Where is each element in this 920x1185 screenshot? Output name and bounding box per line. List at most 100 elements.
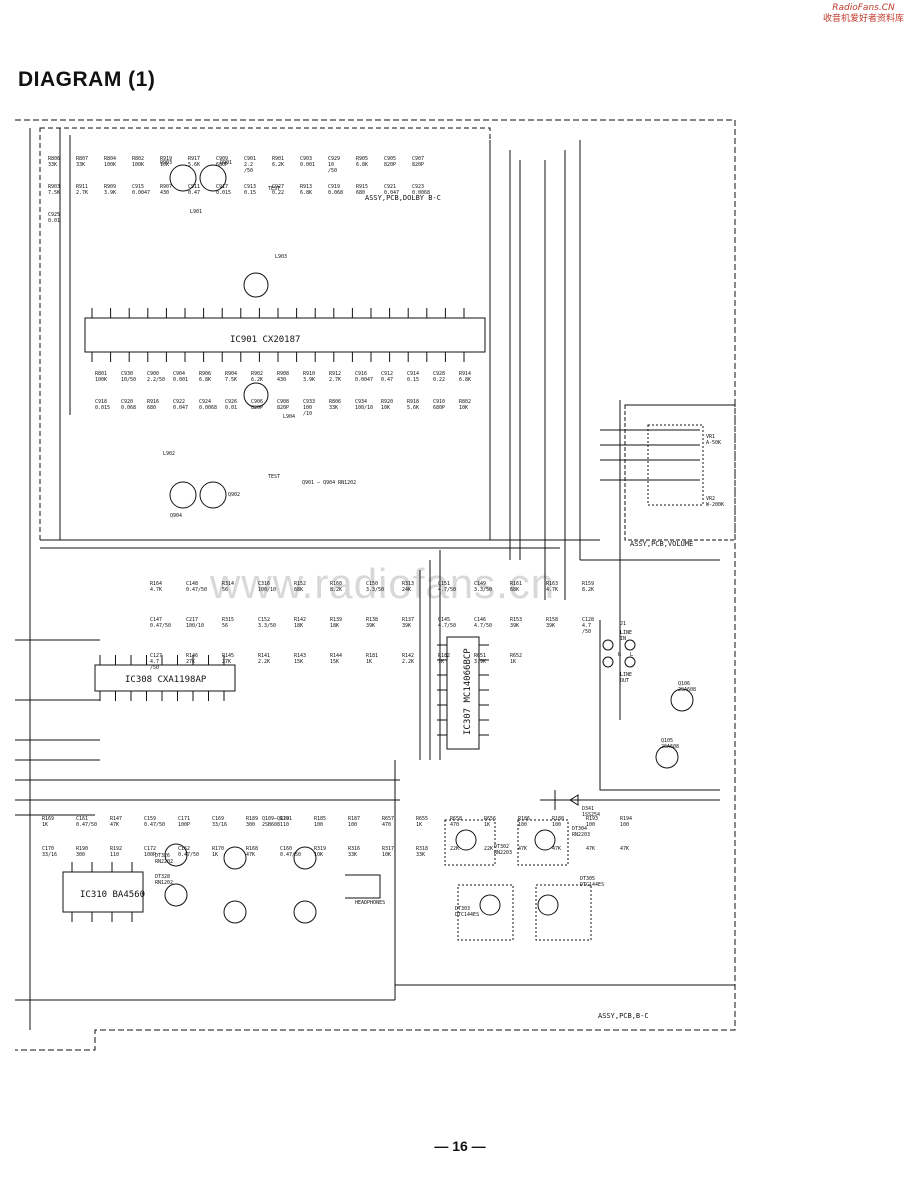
part-label-l902: L902 — [163, 451, 175, 457]
diagram-title: DIAGRAM (1) — [18, 68, 156, 91]
part-label-q903: Q903 — [160, 160, 172, 166]
q903-symbol — [169, 164, 197, 192]
part-label-l903: L903 — [275, 254, 287, 260]
watermark-line1: RadioFans.CN — [832, 3, 895, 13]
watermark-line2: 收音机爱好者资料库 — [822, 14, 904, 24]
ic310-body — [62, 871, 144, 913]
part-label-l901: L901 — [190, 209, 202, 215]
page-number: — 16 — — [434, 1138, 486, 1154]
part-label-l904: L904 — [283, 414, 295, 420]
component-label: 22K — [484, 846, 493, 852]
q-l904-symbol — [243, 382, 269, 408]
q-l903-symbol — [243, 272, 269, 298]
board-bc-label: ASSY,PCB,B-C — [598, 1012, 649, 1020]
component-label: 22K — [450, 846, 459, 852]
component-label: 47K — [552, 846, 561, 852]
q901-range-label: Q901 – Q904 RN1202 — [302, 480, 356, 486]
frame-dolby-board — [39, 127, 491, 541]
q901-symbol — [199, 164, 227, 192]
ic308-label: IC308 CXA1198AP — [125, 675, 207, 685]
q904-symbol — [169, 481, 197, 509]
ic310-label: IC310 BA4560 — [80, 890, 145, 900]
board-volume-label: ASSY,PCB,VOLUME — [630, 540, 693, 548]
